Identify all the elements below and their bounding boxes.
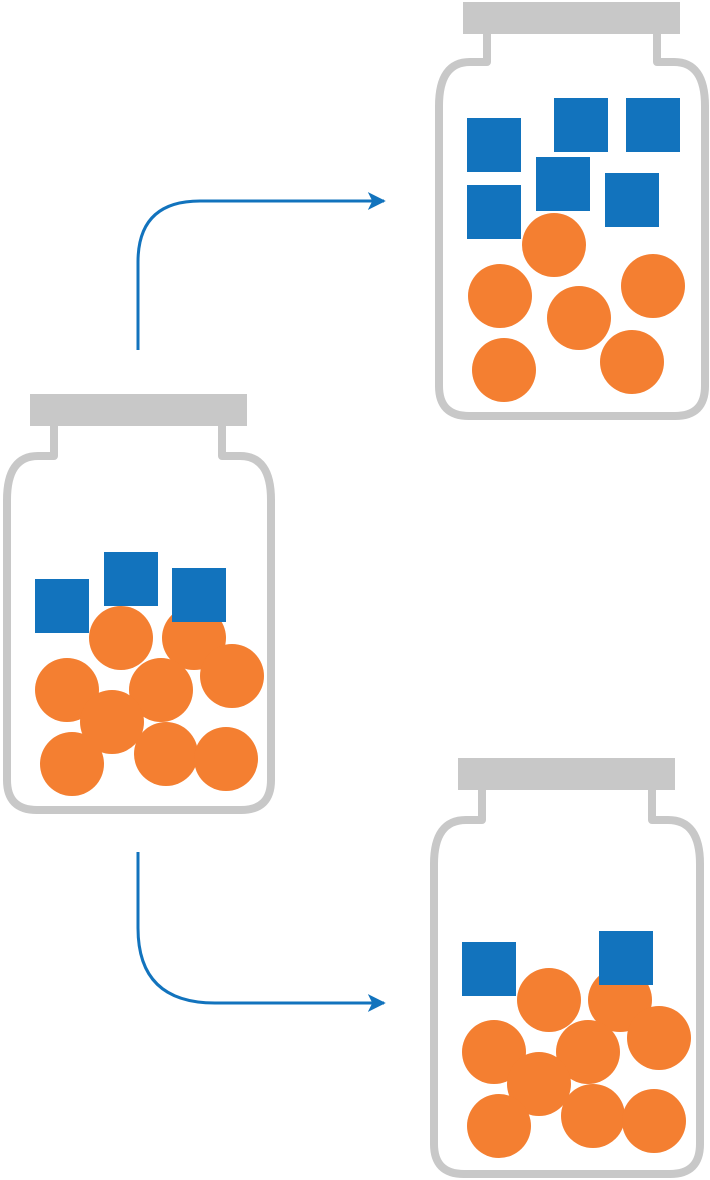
blue-square (467, 185, 521, 239)
upper-result-jar (435, 2, 709, 420)
orange-circle (622, 1089, 686, 1153)
blue-square (172, 568, 226, 622)
orange-circle (517, 968, 581, 1032)
orange-circle (627, 1006, 691, 1070)
orange-circle (600, 330, 664, 394)
orange-circle (134, 722, 198, 786)
circles-group (462, 968, 691, 1158)
jar-outline (435, 34, 709, 420)
orange-circle (507, 1052, 571, 1116)
blue-square (104, 552, 158, 606)
jar-outline (430, 790, 704, 1178)
blue-square (536, 157, 590, 211)
orange-circle (621, 254, 685, 318)
blue-square (626, 98, 680, 152)
orange-circle (89, 606, 153, 670)
blue-square (599, 931, 653, 985)
arrow-to-lower-jar (136, 852, 386, 1012)
orange-circle (129, 658, 193, 722)
orange-circle (80, 690, 144, 754)
orange-circle (561, 1084, 625, 1148)
orange-circle (35, 658, 99, 722)
orange-circle (556, 1020, 620, 1084)
orange-circle (467, 1094, 531, 1158)
orange-circle (547, 286, 611, 350)
circles-group (35, 606, 264, 796)
blue-square (554, 98, 608, 152)
squares-group (462, 931, 653, 996)
orange-circle (522, 213, 586, 277)
blue-square (462, 942, 516, 996)
start-jar (3, 394, 275, 814)
jar-lid (458, 758, 675, 790)
blue-square (35, 579, 89, 633)
blue-square (605, 173, 659, 227)
circles-group (468, 213, 685, 402)
orange-circle (472, 338, 536, 402)
squares-group (35, 552, 226, 633)
orange-circle (468, 264, 532, 328)
orange-circle (200, 644, 264, 708)
arrow-to-upper-jar (136, 192, 386, 350)
orange-circle (462, 1020, 526, 1084)
jar-lid (30, 394, 247, 426)
orange-circle (40, 732, 104, 796)
jar-outline (3, 426, 275, 814)
blue-square (467, 118, 521, 172)
jar-lid (463, 2, 680, 34)
lower-result-jar (430, 758, 704, 1178)
orange-circle (194, 727, 258, 791)
squares-group (467, 98, 680, 239)
